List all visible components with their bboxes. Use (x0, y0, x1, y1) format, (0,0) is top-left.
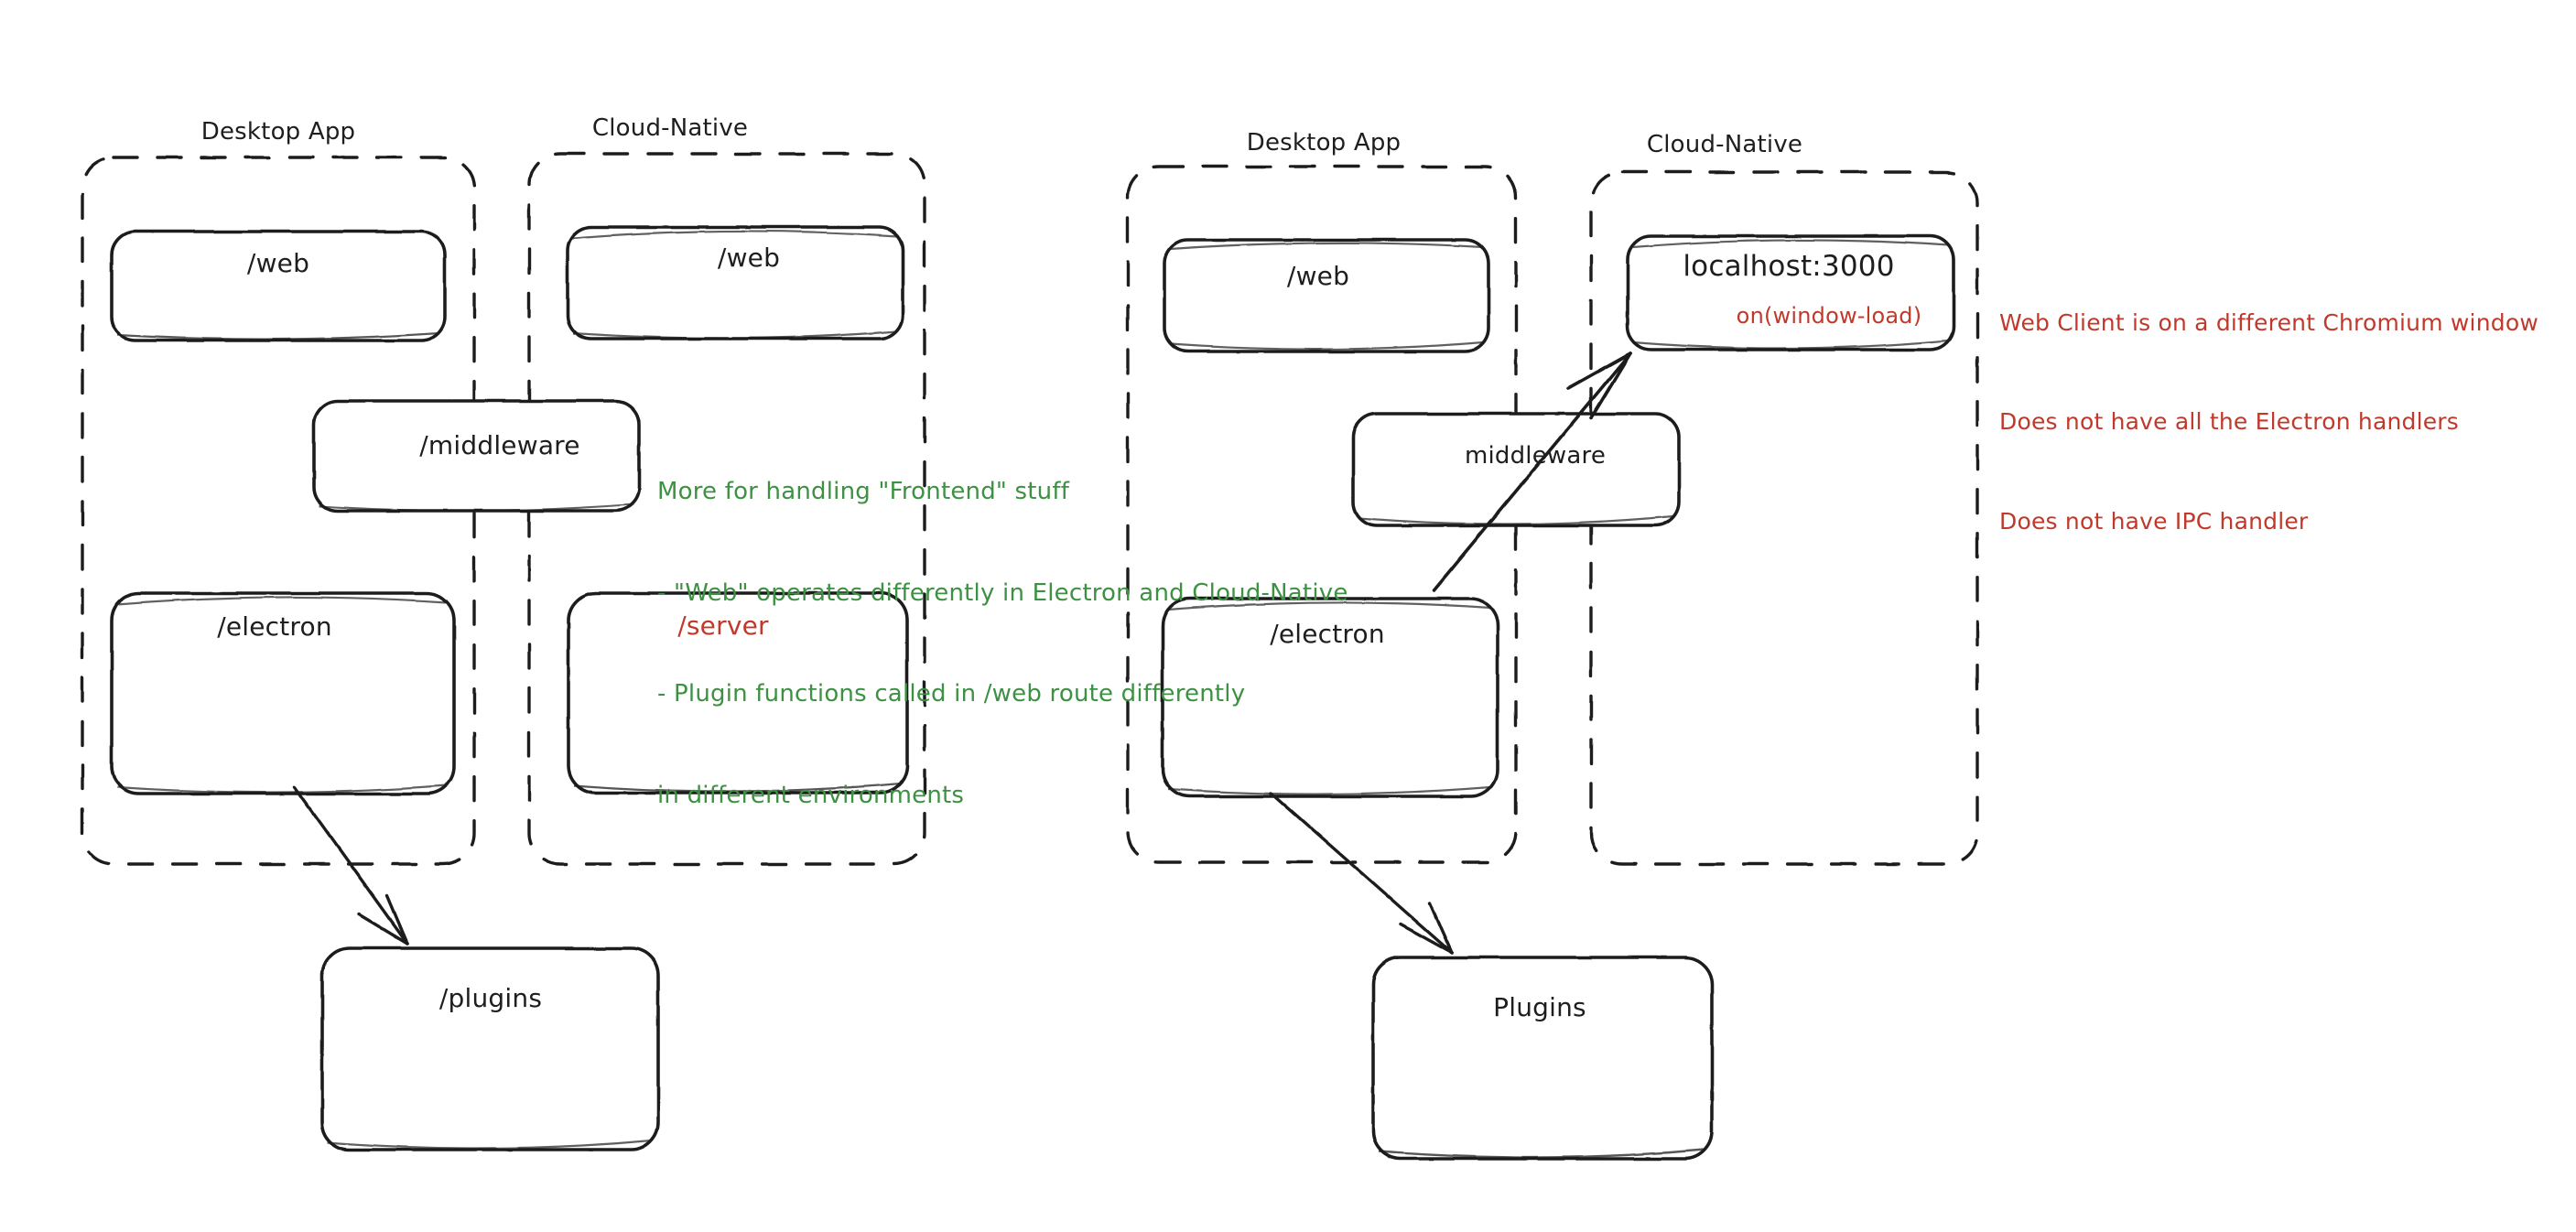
box-label-right-middleware: middleware (1464, 442, 1607, 470)
group-title-right-cloud-native: Cloud-Native (1646, 131, 1803, 158)
arrow-right-electron-to-localhost (1432, 351, 1632, 592)
note-green-line-1: More for handling "Frontend" stuff (657, 477, 1070, 505)
box-right-middleware (1351, 412, 1681, 527)
box-left-plugins (320, 946, 660, 1151)
note-red-line-2: Does not have all the Electron handlers (1999, 408, 2460, 436)
box-label-left-server: /server (677, 611, 769, 641)
box-label-left-electron: /electron (217, 611, 332, 642)
group-title-left-desktop-app: Desktop App (200, 118, 356, 146)
group-title-left-cloud-native: Cloud-Native (591, 114, 749, 142)
arrow-left-electron-to-plugins (293, 785, 409, 946)
box-sublabel-right-localhost: on(window-load) (1736, 303, 1922, 329)
box-label-left-cloud-web: /web (717, 243, 781, 273)
note-green: More for handling "Frontend" stuff - "We… (657, 407, 1348, 881)
note-green-line-2: - "Web" operates differently in Electron… (657, 578, 1348, 607)
box-label-right-desktop-web: /web (1286, 261, 1350, 291)
box-label-right-plugins: Plugins (1493, 992, 1586, 1022)
box-label-left-desktop-web: /web (246, 248, 310, 278)
box-left-desktop-web (110, 230, 447, 342)
box-label-left-middleware: /middleware (419, 430, 580, 460)
arrow-right-electron-to-plugins (1269, 791, 1454, 955)
note-green-line-3: - Plugin functions called in /web route … (657, 680, 1246, 708)
box-right-electron (1161, 597, 1499, 798)
box-label-right-electron: /electron (1270, 619, 1385, 649)
box-left-middleware (312, 399, 641, 513)
box-left-electron (110, 591, 456, 795)
box-label-right-localhost: localhost:3000 (1683, 250, 1895, 283)
box-right-localhost (1626, 234, 1955, 351)
note-red-line-3: Does not have IPC handler (1999, 508, 2309, 535)
group-title-right-desktop-app: Desktop App (1246, 129, 1402, 157)
box-label-left-plugins: /plugins (438, 983, 543, 1013)
note-green-line-4: in different environments (657, 781, 965, 809)
box-left-server (567, 591, 909, 794)
group-left-desktop-app (81, 156, 476, 866)
box-left-cloud-web (566, 225, 904, 340)
group-left-cloud-native (527, 152, 926, 866)
box-right-desktop-web (1163, 238, 1490, 353)
note-red-line-1: Web Client is on a different Chromium wi… (1999, 308, 2538, 336)
box-right-plugins (1371, 956, 1714, 1161)
note-red: Web Client is on a different Chromium wi… (1999, 240, 2538, 605)
